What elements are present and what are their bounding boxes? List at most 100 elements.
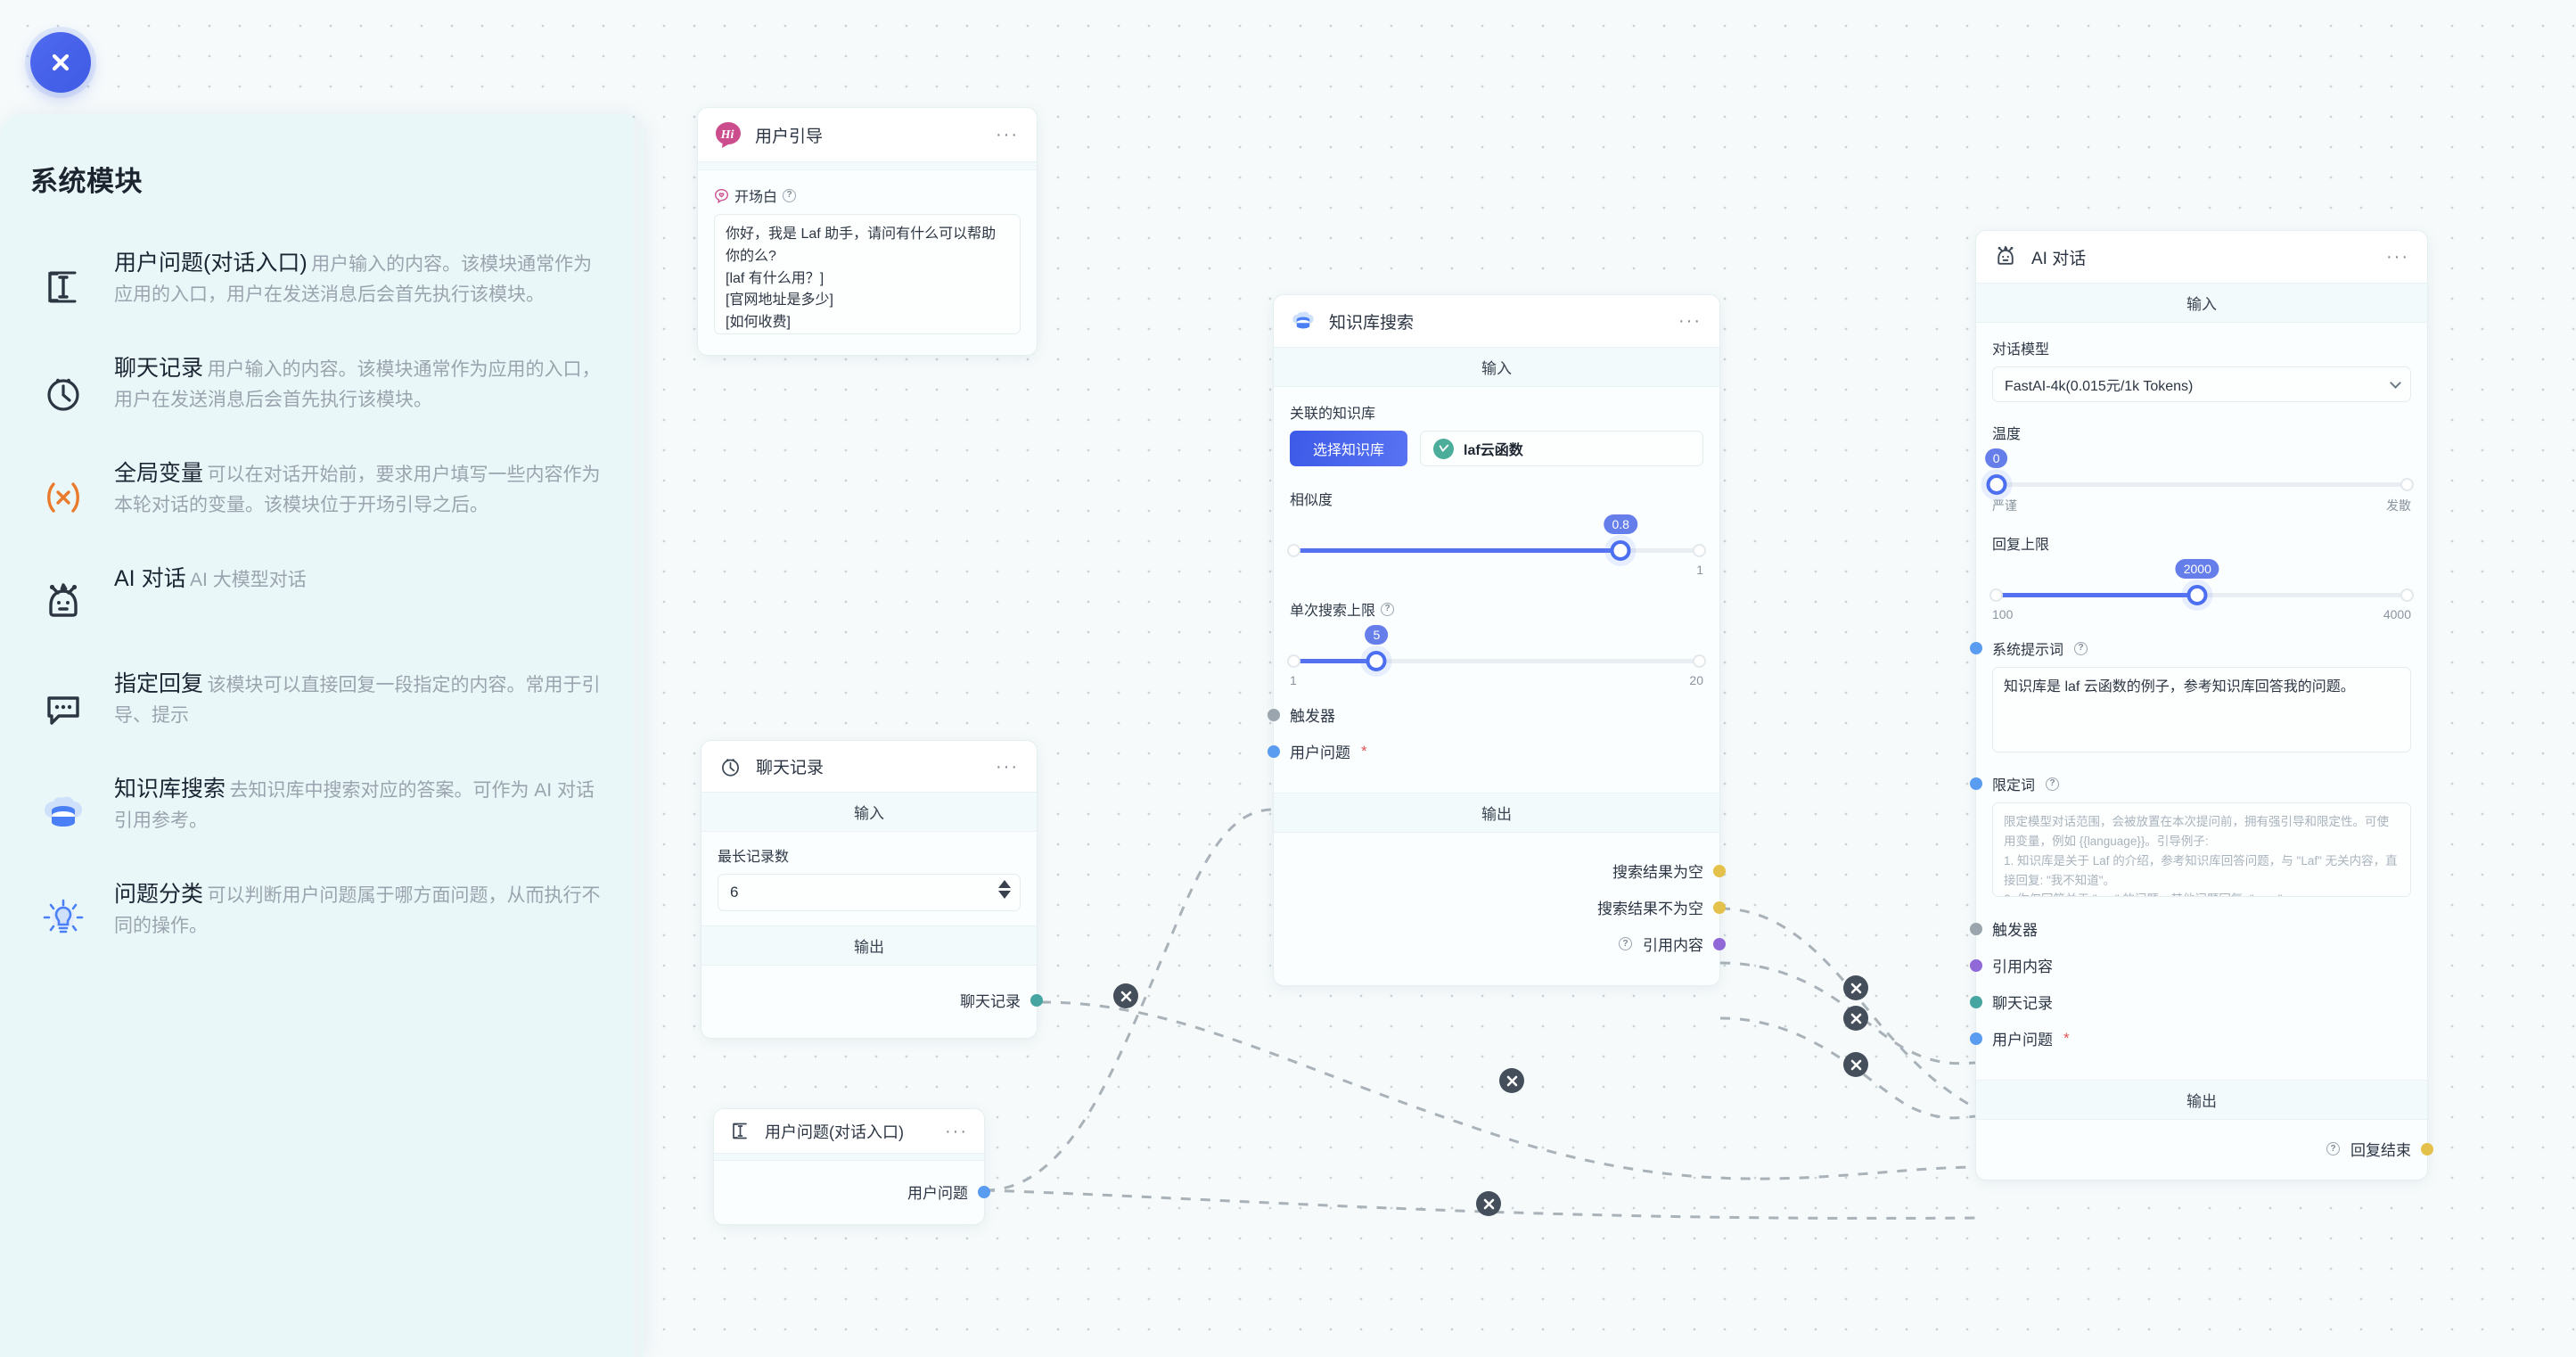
output-port-row[interactable]: 搜索结果不为空 — [1290, 896, 1726, 918]
output-port-row[interactable]: 聊天记录 — [718, 989, 1043, 1011]
slider-knob[interactable] — [1986, 474, 2007, 495]
input-port-row[interactable]: 触发器 — [1267, 703, 1703, 726]
node-ai-chat[interactable]: AI 对话 ··· 输入 对话模型 FastAI-4k(0.015元/1k To… — [1970, 230, 2433, 1180]
output-port-dot[interactable] — [1713, 901, 1726, 914]
sidebar-item-global-variable[interactable]: 全局变量 可以在对话开始前，要求用户填写一些内容作为本轮对话的变量。该模块位于开… — [0, 440, 644, 545]
sidebar-item-specified-reply[interactable]: 指定回复 该模块可以直接回复一段指定的内容。常用于引导、提示 — [0, 650, 644, 755]
text-input-icon — [36, 259, 91, 315]
node-menu-button[interactable]: ··· — [2386, 247, 2409, 267]
sidebar-item-question-classify[interactable]: 问题分类 可以判断用户问题属于哪方面问题，从而执行不同的操作。 — [0, 860, 644, 966]
node-menu-button[interactable]: ··· — [996, 125, 1019, 144]
delete-edge-button[interactable] — [1113, 983, 1138, 1008]
node-header[interactable]: 聊天记录 ··· — [701, 741, 1037, 792]
max-records-input[interactable]: 6 — [718, 874, 1021, 911]
help-icon[interactable]: ? — [783, 188, 797, 202]
node-chat-history[interactable]: 聊天记录 ··· 输入 最长记录数 6 输出 聊天记录 — [701, 740, 1043, 1039]
close-button[interactable] — [30, 32, 91, 93]
input-port-dot[interactable] — [1970, 1032, 1982, 1045]
module-list: 用户问题(对话入口) 用户输入的内容。该模块通常作为应用的入口，用户在发送消息后… — [0, 199, 644, 966]
help-icon[interactable]: ? — [1381, 602, 1395, 616]
max-tokens-slider[interactable]: 2000 100 4000 — [1989, 559, 2414, 623]
heart-chat-icon — [714, 188, 729, 203]
input-port-dot[interactable] — [1970, 958, 1982, 972]
help-icon[interactable]: ? — [2074, 641, 2088, 655]
selected-kb-chip[interactable]: laf云函数 — [1420, 431, 1703, 466]
kb-label: 关联的知识库 — [1290, 407, 1376, 422]
node-user-question[interactable]: 用户问题(对话入口) ··· 用户问题 — [713, 1108, 990, 1225]
slider-knob[interactable] — [1610, 540, 1631, 561]
model-value: FastAI-4k(0.015元/1k Tokens) — [2005, 379, 2194, 394]
node-divider-band — [698, 161, 1037, 170]
input-port-row[interactable]: 引用内容 — [1970, 954, 2411, 976]
input-port-dot[interactable] — [1970, 995, 1982, 1008]
node-header[interactable]: 知识库搜索 ··· — [1274, 295, 1719, 347]
module-desc: 用户输入的内容。该模块通常作为应用的入口，用户在发送消息后会首先执行该模块。 — [114, 254, 593, 306]
stepper-up-icon[interactable] — [998, 880, 1011, 888]
number-stepper[interactable] — [998, 880, 1011, 899]
output-port-dot[interactable] — [1713, 864, 1726, 877]
similarity-slider[interactable]: 0.8 1 — [1287, 514, 1706, 579]
node-outputs: 用户问题 — [714, 1161, 990, 1224]
input-port-dot[interactable] — [1970, 922, 1982, 935]
sidebar-item-chat-history[interactable]: 聊天记录 用户输入的内容。该模块通常作为应用的入口，用户在发送消息后会首先执行该… — [0, 334, 644, 440]
output-port-row[interactable]: ? 回复结束 — [1992, 1138, 2433, 1160]
delete-edge-button[interactable] — [1843, 1052, 1868, 1077]
node-header[interactable]: 用户问题(对话入口) ··· — [714, 1109, 984, 1153]
input-port-row[interactable]: 聊天记录 — [1970, 991, 2411, 1013]
limit-prompt-textarea[interactable] — [1992, 802, 2411, 897]
limit-slider[interactable]: 5 1 20 — [1287, 625, 1706, 689]
input-label: 聊天记录 — [1992, 995, 2053, 1012]
node-menu-button[interactable]: ··· — [945, 1121, 968, 1141]
help-icon[interactable]: ? — [2326, 1142, 2340, 1156]
delete-edge-button[interactable] — [1476, 1191, 1501, 1216]
delete-edge-button[interactable] — [1843, 975, 1868, 1000]
sidebar-scrollbar[interactable] — [634, 114, 641, 1357]
node-header[interactable]: Hi 用户引导 ··· — [698, 108, 1037, 161]
delete-edge-button[interactable] — [1843, 1006, 1868, 1031]
input-port-row[interactable]: 触发器 — [1970, 917, 2411, 940]
output-port-dot[interactable] — [1713, 937, 1726, 950]
sidebar-item-user-question[interactable]: 用户问题(对话入口) 用户输入的内容。该模块通常作为应用的入口，用户在发送消息后… — [0, 229, 644, 334]
input-port-row[interactable]: 用户问题* — [1970, 1027, 2411, 1049]
input-port-dot[interactable] — [1267, 708, 1280, 721]
stepper-down-icon[interactable] — [998, 891, 1011, 899]
output-port-row[interactable]: 用户问题 — [730, 1180, 990, 1203]
node-menu-button[interactable]: ··· — [996, 756, 1019, 777]
input-label: 引用内容 — [1992, 958, 2053, 975]
output-port-dot[interactable] — [978, 1185, 990, 1198]
node-header[interactable]: AI 对话 ··· — [1976, 231, 2427, 283]
help-icon[interactable]: ? — [2046, 777, 2060, 791]
text-input-icon — [728, 1119, 752, 1143]
temperature-slider[interactable]: 0 严谨 发散 — [1984, 448, 2414, 513]
module-desc: AI 大模型对话 — [190, 570, 307, 590]
slider-min-tick: 1 — [1290, 673, 1297, 687]
node-kb-search[interactable]: 知识库搜索 ··· 输入 关联的知识库 选择知识库 laf云函数 相似度 — [1267, 294, 1726, 986]
input-port-dot[interactable] — [1267, 744, 1280, 758]
node-user-guide[interactable]: Hi 用户引导 ··· 开场白 ? — [697, 107, 1038, 356]
output-port-row[interactable]: 搜索结果为空 — [1290, 859, 1726, 882]
model-select[interactable]: FastAI-4k(0.015元/1k Tokens) — [1992, 366, 2411, 402]
lightbulb-icon — [36, 891, 91, 946]
input-port-dot[interactable] — [1970, 642, 1982, 654]
system-prompt-textarea[interactable] — [1992, 667, 2411, 753]
input-port-dot[interactable] — [1970, 777, 1982, 790]
slider-knob[interactable] — [1366, 651, 1387, 671]
slider-track[interactable] — [1293, 548, 1700, 553]
slider-track[interactable] — [1996, 482, 2408, 487]
select-kb-button[interactable]: 选择知识库 — [1290, 431, 1408, 466]
help-icon[interactable]: ? — [1619, 937, 1632, 950]
opening-textarea[interactable] — [714, 214, 1021, 334]
output-port-dot[interactable] — [1030, 993, 1043, 1007]
sidebar-item-kb-search[interactable]: 知识库搜索 去知识库中搜索对应的答案。可作为 AI 对话引用参考。 — [0, 755, 644, 860]
input-port-row[interactable]: 用户问题* — [1267, 740, 1703, 762]
output-port-row[interactable]: ? 引用内容 — [1290, 933, 1726, 955]
output-port-dot[interactable] — [2421, 1142, 2433, 1156]
delete-edge-button[interactable] — [1499, 1068, 1524, 1093]
input-label: 用户问题 — [1992, 1032, 2053, 1049]
slider-knob[interactable] — [2186, 585, 2208, 605]
node-menu-button[interactable]: ··· — [1678, 311, 1702, 331]
module-desc: 用户输入的内容。该模块通常作为应用的入口，用户在发送消息后会首先执行该模块。 — [114, 359, 601, 411]
slider-track[interactable] — [1293, 659, 1700, 663]
temperature-label: 温度 — [1992, 427, 2022, 442]
sidebar-item-ai-chat[interactable]: AI 对话 AI 大模型对话 — [0, 545, 644, 650]
